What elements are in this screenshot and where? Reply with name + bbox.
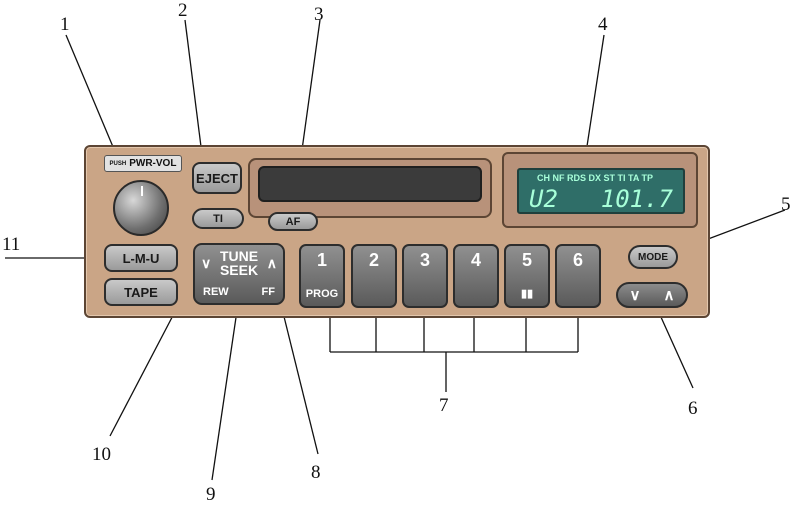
callout-8: 8 xyxy=(311,462,321,483)
preset-number: 2 xyxy=(368,250,379,270)
push-label: PUSH xyxy=(109,160,127,167)
preset-button-5[interactable]: 5 ▮▮ xyxy=(504,244,550,308)
callout-7: 7 xyxy=(439,395,449,416)
preset-number: 6 xyxy=(572,250,583,270)
lcd-indicators: CH NF RDS DX ST TI TA TP xyxy=(537,173,653,183)
preset-sublabel: ▮▮ xyxy=(520,288,534,300)
pwr-vol-label: PUSH PWR-VOL xyxy=(104,155,182,172)
callout-11: 11 xyxy=(2,234,21,255)
tape-button[interactable]: TAPE xyxy=(104,278,178,306)
power-volume-knob[interactable] xyxy=(113,180,169,236)
af-button[interactable]: AF xyxy=(268,212,318,231)
preset-button-4[interactable]: 4 xyxy=(453,244,499,308)
preset-number: 5 xyxy=(521,250,532,270)
preset-number: 1 xyxy=(316,250,327,270)
callout-3: 3 xyxy=(314,4,324,25)
preset-button-3[interactable]: 3 xyxy=(402,244,448,308)
ti-button[interactable]: TI xyxy=(192,208,244,229)
tape-label: TAPE xyxy=(124,284,158,300)
callout-10: 10 xyxy=(92,444,111,465)
ti-label: TI xyxy=(213,212,223,225)
callout-1: 1 xyxy=(60,14,70,35)
preset-button-1[interactable]: 1 PROG xyxy=(299,244,345,308)
band-button[interactable]: L-M-U xyxy=(104,244,178,272)
preset-button-6[interactable]: 6 xyxy=(555,244,601,308)
preset-number: 4 xyxy=(470,250,481,270)
seek-up-icon[interactable]: ∧ xyxy=(663,287,675,304)
cassette-slot-frame xyxy=(248,158,492,218)
cassette-slot xyxy=(258,166,482,202)
tune-down-icon: ∨ xyxy=(201,255,212,271)
af-label: AF xyxy=(285,215,301,228)
tune-label: TUNE xyxy=(219,248,259,264)
tune-up-icon: ∧ xyxy=(266,255,277,271)
callout-5: 5 xyxy=(781,194,791,215)
rew-label: REW xyxy=(203,286,229,298)
lcd-display: CH NF RDS DX ST TI TA TP U2 101.7 xyxy=(517,168,685,214)
band-label: L-M-U xyxy=(122,250,160,266)
callout-2: 2 xyxy=(178,0,188,21)
eject-label: EJECT xyxy=(196,170,238,186)
mode-button[interactable]: MODE xyxy=(628,245,678,269)
display-frame: CH NF RDS DX ST TI TA TP U2 101.7 xyxy=(502,152,698,228)
callout-4: 4 xyxy=(598,14,608,35)
seek-label: SEEK xyxy=(219,262,259,278)
pwr-vol-text: PWR-VOL xyxy=(129,158,177,169)
callout-6: 6 xyxy=(688,398,698,419)
knob-indicator xyxy=(141,186,143,196)
lcd-band: U2 xyxy=(529,185,558,213)
eject-button[interactable]: EJECT xyxy=(192,162,242,194)
tune-seek-button[interactable]: ∨ TUNE SEEK ∧ REW FF xyxy=(193,243,285,305)
ff-label: FF xyxy=(261,286,275,298)
lcd-frequency: 101.7 xyxy=(600,185,673,213)
seek-down-icon[interactable]: ∨ xyxy=(629,287,641,304)
preset-number: 3 xyxy=(419,250,430,270)
preset-button-2[interactable]: 2 xyxy=(351,244,397,308)
seek-updown-button[interactable]: ∨ ∧ xyxy=(616,282,688,308)
mode-label: MODE xyxy=(638,251,668,263)
callout-9: 9 xyxy=(206,484,216,505)
preset-sublabel: PROG xyxy=(305,288,339,300)
